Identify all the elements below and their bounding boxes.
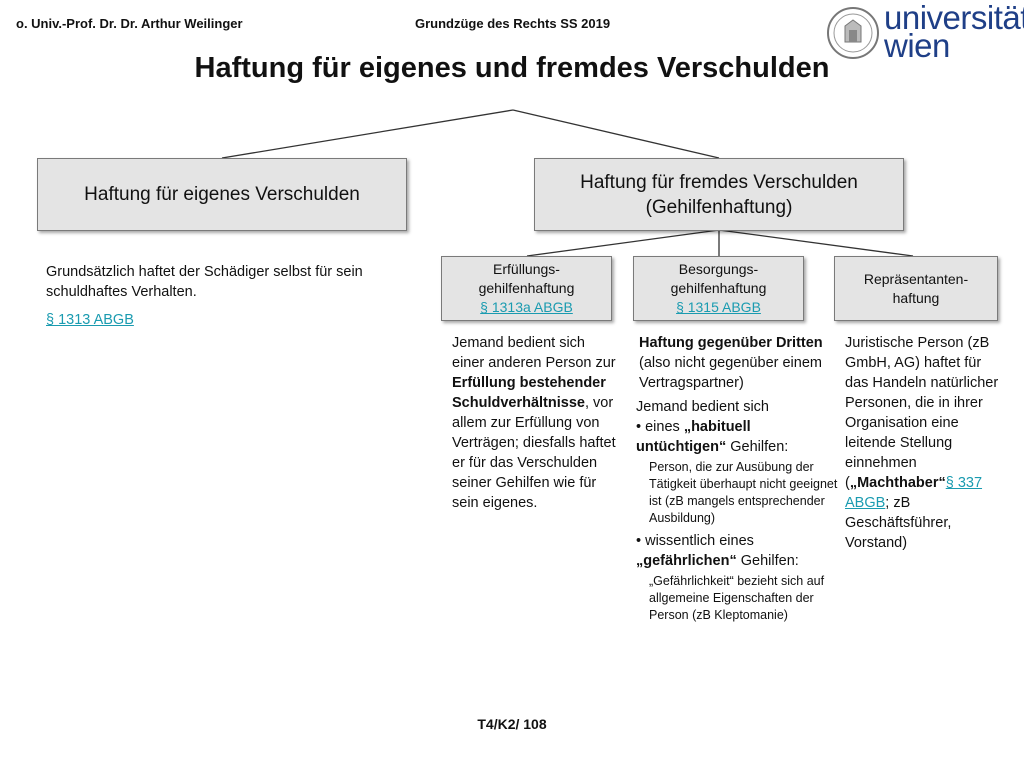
box-fremdes-verschulden: Haftung für fremdes Verschulden (Gehilfe… xyxy=(534,158,904,231)
connector-fremd-erfuellung xyxy=(526,229,720,257)
author-header: o. Univ.-Prof. Dr. Dr. Arthur Weilinger xyxy=(16,16,243,31)
erfuellung-label-1: Erfüllungs- xyxy=(493,261,560,277)
connector-root-left xyxy=(221,109,514,159)
bullet-dot-icon: • xyxy=(636,419,642,435)
repraesentant-label-2: haftung xyxy=(892,289,940,306)
box-eigenes-label: Haftung für eigenes Verschulden xyxy=(84,184,360,205)
link-1313a-abgb[interactable]: § 1313a ABGB xyxy=(480,299,573,315)
bullet-habituell-note: Person, die zur Ausübung der Tätigkeit ü… xyxy=(649,460,838,525)
logo-wordmark-bottom: wien xyxy=(884,27,950,64)
erfuellung-description: Jemand bedient sich einer anderen Person… xyxy=(452,335,616,511)
link-1313-abgb[interactable]: § 1313 ABGB xyxy=(46,312,134,328)
repraesentant-description: Juristische Person (zB GmbH, AG) haftet … xyxy=(845,335,999,551)
besorgung-label-2: gehilfenhaftung xyxy=(670,280,767,296)
bullet-gefaehrlich: • wissentlich eines „gefährlichen“ Gehil… xyxy=(636,533,799,569)
connector-root-right xyxy=(512,109,720,159)
besorgung-bedient: Jemand bedient sich xyxy=(636,399,769,415)
eigen-description: Grundsätzlich haftet der Schädiger selbs… xyxy=(46,262,401,330)
link-1315-abgb[interactable]: § 1315 ABGB xyxy=(676,299,761,315)
university-seal-icon xyxy=(826,6,880,60)
besorgung-label-1: Besorgungs- xyxy=(678,261,759,277)
repraesentant-label-1: Repräsentanten- xyxy=(863,270,969,287)
page-title: Haftung für eigenes und fremdes Verschul… xyxy=(194,52,830,84)
bullet-gefaehrlich-note: „Gefährlichkeit“ bezieht sich auf allgem… xyxy=(649,574,825,622)
box-eigenes-verschulden: Haftung für eigenes Verschulden xyxy=(37,158,407,231)
box-repraesentantenhaftung: Repräsentanten- haftung xyxy=(834,256,998,321)
slide-number: T4/K2/ 108 xyxy=(477,716,547,732)
connector-fremd-repraesentant xyxy=(718,229,914,257)
besorgung-intro: Haftung gegenüber Dritten (also nicht ge… xyxy=(639,335,823,391)
box-fremdes-label: Haftung für fremdes Verschulden xyxy=(580,171,858,193)
bullet-dot-icon: • xyxy=(636,533,642,549)
erfuellung-label-2: gehilfenhaftung xyxy=(478,280,575,296)
bullet-habituell: • eines „habituell untüchtigen“ Gehilfen… xyxy=(636,419,789,455)
eigen-text: Grundsätzlich haftet der Schädiger selbs… xyxy=(46,264,363,300)
box-fremdes-sublabel: (Gehilfenhaftung) xyxy=(645,196,793,218)
box-erfuellungsgehilfe: Erfüllungs- gehilfenhaftung § 1313a ABGB xyxy=(441,256,612,321)
logo-wordmark-top: universität xyxy=(884,0,1024,36)
box-besorgungsgehilfe: Besorgungs- gehilfenhaftung § 1315 ABGB xyxy=(633,256,804,321)
course-header: Grundzüge des Rechts SS 2019 xyxy=(415,16,611,31)
besorgung-description: Haftung gegenüber Dritten (also nicht ge… xyxy=(636,333,844,624)
link-337-abgb[interactable]: § 337 ABGB xyxy=(845,475,983,511)
